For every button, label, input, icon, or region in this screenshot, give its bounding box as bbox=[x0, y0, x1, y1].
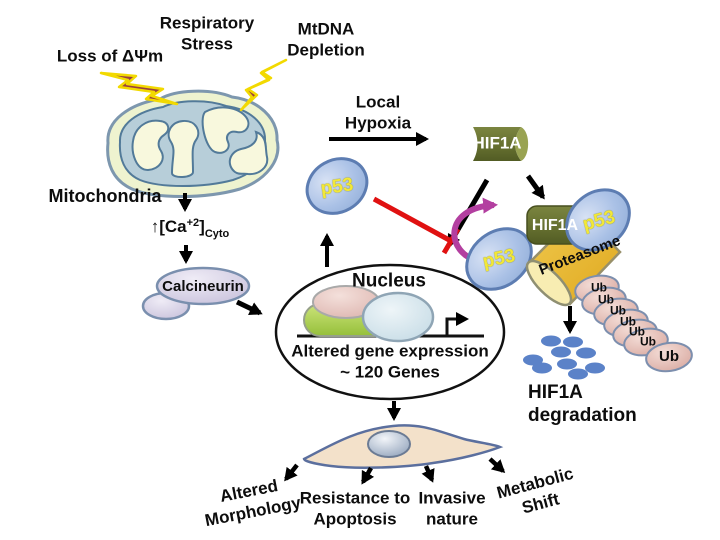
p53-complex-shape bbox=[565, 188, 631, 252]
hif1a-banner-label: HIF1A bbox=[472, 133, 522, 153]
outcome-2-line2: Apoptosis bbox=[313, 509, 397, 528]
hif1a-banner bbox=[473, 127, 529, 161]
respiratory-stress-label: Respiratory Stress bbox=[160, 13, 254, 54]
degradation-fragments bbox=[523, 335, 605, 380]
p53-mid-shape bbox=[465, 227, 533, 291]
calcium-subscript: Cyto bbox=[204, 227, 230, 240]
inhibition-line-p53 bbox=[372, 196, 453, 244]
crista-center bbox=[167, 119, 200, 178]
ubiquitin-chain bbox=[574, 274, 693, 373]
ub-label-7: Ub bbox=[659, 347, 679, 365]
transcription-factor-blue bbox=[361, 291, 435, 343]
nucleus-caption: Altered gene expression ~ 120 Genes bbox=[291, 341, 488, 382]
mtdna-depletion-label: MtDNA Depletion bbox=[287, 19, 364, 60]
respiratory-stress-line2: Stress bbox=[181, 34, 233, 53]
nucleus-caption-line2: ~ 120 Genes bbox=[340, 362, 440, 381]
outcome-3-line1: Invasive bbox=[418, 488, 486, 508]
respiratory-stress-line1: Respiratory bbox=[159, 13, 255, 33]
ub-label-4: Ub bbox=[620, 314, 636, 329]
p53-left-shape bbox=[305, 157, 369, 215]
calcium-label: ↑[Ca+2]Cyto bbox=[151, 217, 230, 241]
mtdna-line1: MtDNA bbox=[297, 19, 355, 39]
arrow-outcome-3 bbox=[421, 465, 435, 483]
nucleus-title: Nucleus bbox=[352, 270, 426, 292]
transcription-start-arrow bbox=[445, 312, 469, 336]
nucleus-caption-line1: Altered gene expression bbox=[291, 341, 489, 361]
crista-right bbox=[228, 130, 269, 176]
hif1a-p53-complex bbox=[526, 188, 631, 252]
local-hypoxia-label: Local Hypoxia bbox=[345, 92, 411, 133]
calcium-close: ] bbox=[199, 216, 205, 236]
outcome-2-line1: Resistance to bbox=[299, 488, 411, 508]
ub-label-3: Ub bbox=[610, 303, 626, 318]
loss-psi-label: Loss of ΔΨm bbox=[56, 46, 164, 66]
outcome-resistance-apoptosis: Resistance to Apoptosis bbox=[300, 488, 411, 529]
cell-nucleus bbox=[367, 430, 411, 458]
outcome-invasive-nature: Invasive nature bbox=[418, 488, 485, 529]
crista-left bbox=[131, 119, 170, 172]
mitochondria-organelle bbox=[106, 89, 280, 198]
arrow-outcome-2 bbox=[361, 466, 375, 485]
ub-label-5: Ub bbox=[629, 324, 645, 339]
calcium-open: [Ca bbox=[159, 216, 187, 236]
lightning-bolt-left-icon bbox=[99, 71, 179, 106]
nucleus-shape bbox=[274, 263, 506, 401]
arrow-hif1a-to-complex bbox=[525, 174, 546, 200]
crista-top-right bbox=[201, 106, 250, 154]
arrow-outcome-1 bbox=[284, 463, 299, 482]
degradation-line2: degradation bbox=[528, 405, 637, 427]
calcineurin-label: Calcineurin bbox=[162, 277, 244, 295]
ub-label-2: Ub bbox=[598, 292, 614, 307]
mtdna-line2: Depletion bbox=[287, 40, 365, 59]
ub-label-1: Ub bbox=[591, 280, 607, 295]
calcineurin-shape bbox=[155, 266, 251, 306]
hif1a-complex-label: HIF1A bbox=[531, 217, 579, 235]
arrow-calcineurin-to-nucleus bbox=[235, 299, 263, 316]
lightning-bolt-right-icon bbox=[239, 58, 288, 112]
ub-label-6: Ub bbox=[640, 334, 656, 349]
calcium-up-arrow: ↑ bbox=[150, 216, 160, 236]
hypoxia-line1: Local bbox=[355, 92, 401, 112]
mitochondria-label: Mitochondria bbox=[48, 186, 162, 207]
degradation-line1: HIF1A bbox=[528, 382, 583, 403]
hypoxia-line2: Hypoxia bbox=[344, 113, 412, 132]
calcium-charge: +2 bbox=[186, 216, 200, 229]
p53-left-label: p53 bbox=[319, 174, 355, 200]
hif1a-degradation-label: HIF1A degradation bbox=[528, 381, 637, 427]
arrow-outcome-4 bbox=[488, 457, 506, 474]
outcome-3-line2: nature bbox=[426, 509, 478, 528]
proteasome-opening bbox=[525, 259, 573, 307]
cell-shape bbox=[302, 424, 504, 469]
